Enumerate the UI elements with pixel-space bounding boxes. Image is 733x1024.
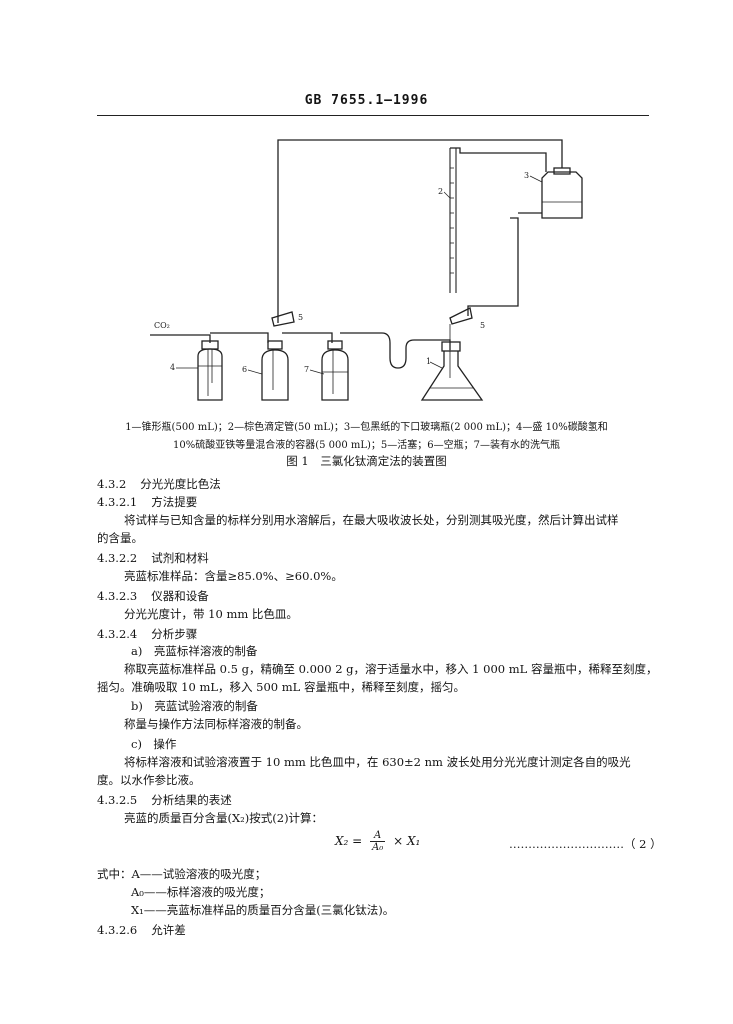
paragraph: 将标样溶液和试验溶液置于 10 mm 比色皿中，在 630±2 nm 波长处用分…	[124, 755, 631, 769]
paragraph: 的含量。	[97, 531, 143, 545]
flask-1-stopper	[441, 341, 461, 352]
subsection-c: c) 操作	[131, 737, 177, 751]
where-line: 式中：A——试验溶液的吸光度；	[97, 867, 267, 881]
stopcock-5-left	[271, 311, 295, 327]
flask-1-body	[420, 351, 484, 401]
paragraph: 亮蓝的质量百分含量(X₂)按式(2)计算：	[124, 811, 324, 825]
label-1: 1	[426, 357, 431, 366]
label-2: 2	[438, 187, 443, 196]
label-co2: CO₂	[154, 321, 170, 330]
label-7: 7	[304, 365, 309, 374]
bottle-3-feed	[467, 217, 519, 316]
label-6: 6	[242, 365, 247, 374]
bottle-7-stopper	[327, 340, 343, 350]
bottle-4-body	[197, 348, 223, 401]
where-line: X₁——亮蓝标准样品的质量百分含量(三氯化钛法)。	[131, 903, 395, 917]
subsection-a: a) 亮蓝标祥溶液的制备	[131, 644, 258, 658]
paragraph: 度。以水作参比液。	[97, 773, 201, 787]
bottle-3-cap	[553, 167, 571, 175]
label-5-right: 5	[480, 321, 485, 330]
subsection-b: b) 亮蓝试验溶液的制备	[131, 699, 258, 713]
paragraph: 亮蓝标准样品：含量≥85.0%、≥60.0%。	[124, 569, 343, 583]
figure-title: 图 1 三氯化钛滴定法的装置图	[286, 454, 447, 468]
bottle-7-body	[321, 349, 349, 401]
where-line: A₀——标样溶液的吸光度；	[131, 885, 271, 899]
label-4: 4	[170, 363, 175, 372]
paragraph: 将试样与已知含量的标样分别用水溶解后，在最大吸收波长处，分别测其吸光度，然后计算…	[124, 513, 619, 527]
bottle-6-stopper	[267, 340, 283, 350]
label-5-left: 5	[298, 313, 303, 322]
paragraph: 称取亮蓝标准样品 0.5 g，精确至 0.000 2 g，溶于适量水中，移入 1…	[124, 662, 658, 676]
top-tube	[277, 139, 563, 323]
bottle-6-body	[261, 349, 289, 401]
bottle-3-body	[541, 171, 583, 219]
figure-caption-line1: 1—锥形瓶(500 mL)；2—棕色滴定管(50 mL)；3—包黑纸的下口玻璃瓶…	[125, 422, 608, 433]
u-tube	[340, 332, 451, 369]
paragraph: 分光光度计，带 10 mm 比色皿。	[124, 607, 298, 621]
label-3: 3	[524, 171, 529, 180]
equation-number: …………………………（ 2 ）	[509, 837, 662, 851]
paragraph: 摇匀。准确吸取 10 mL，移入 500 mL 容量瓶中，稀释至刻度，摇匀。	[97, 680, 465, 694]
header-rule	[97, 115, 649, 116]
apparatus-figure: CO₂ 4 6 7 5 5 1 2 3	[150, 139, 583, 401]
co2-inlet	[150, 334, 211, 343]
stopcock-5-right	[449, 307, 473, 325]
paragraph: 称量与操作方法同标样溶液的制备。	[124, 717, 308, 731]
figure-caption-line2: 10%硫酸亚铁等量混合液的容器(5 000 mL)；5—活塞；6—空瓶；7—装有…	[172, 440, 561, 451]
page-header: GB 7655.1—1996	[304, 93, 429, 108]
